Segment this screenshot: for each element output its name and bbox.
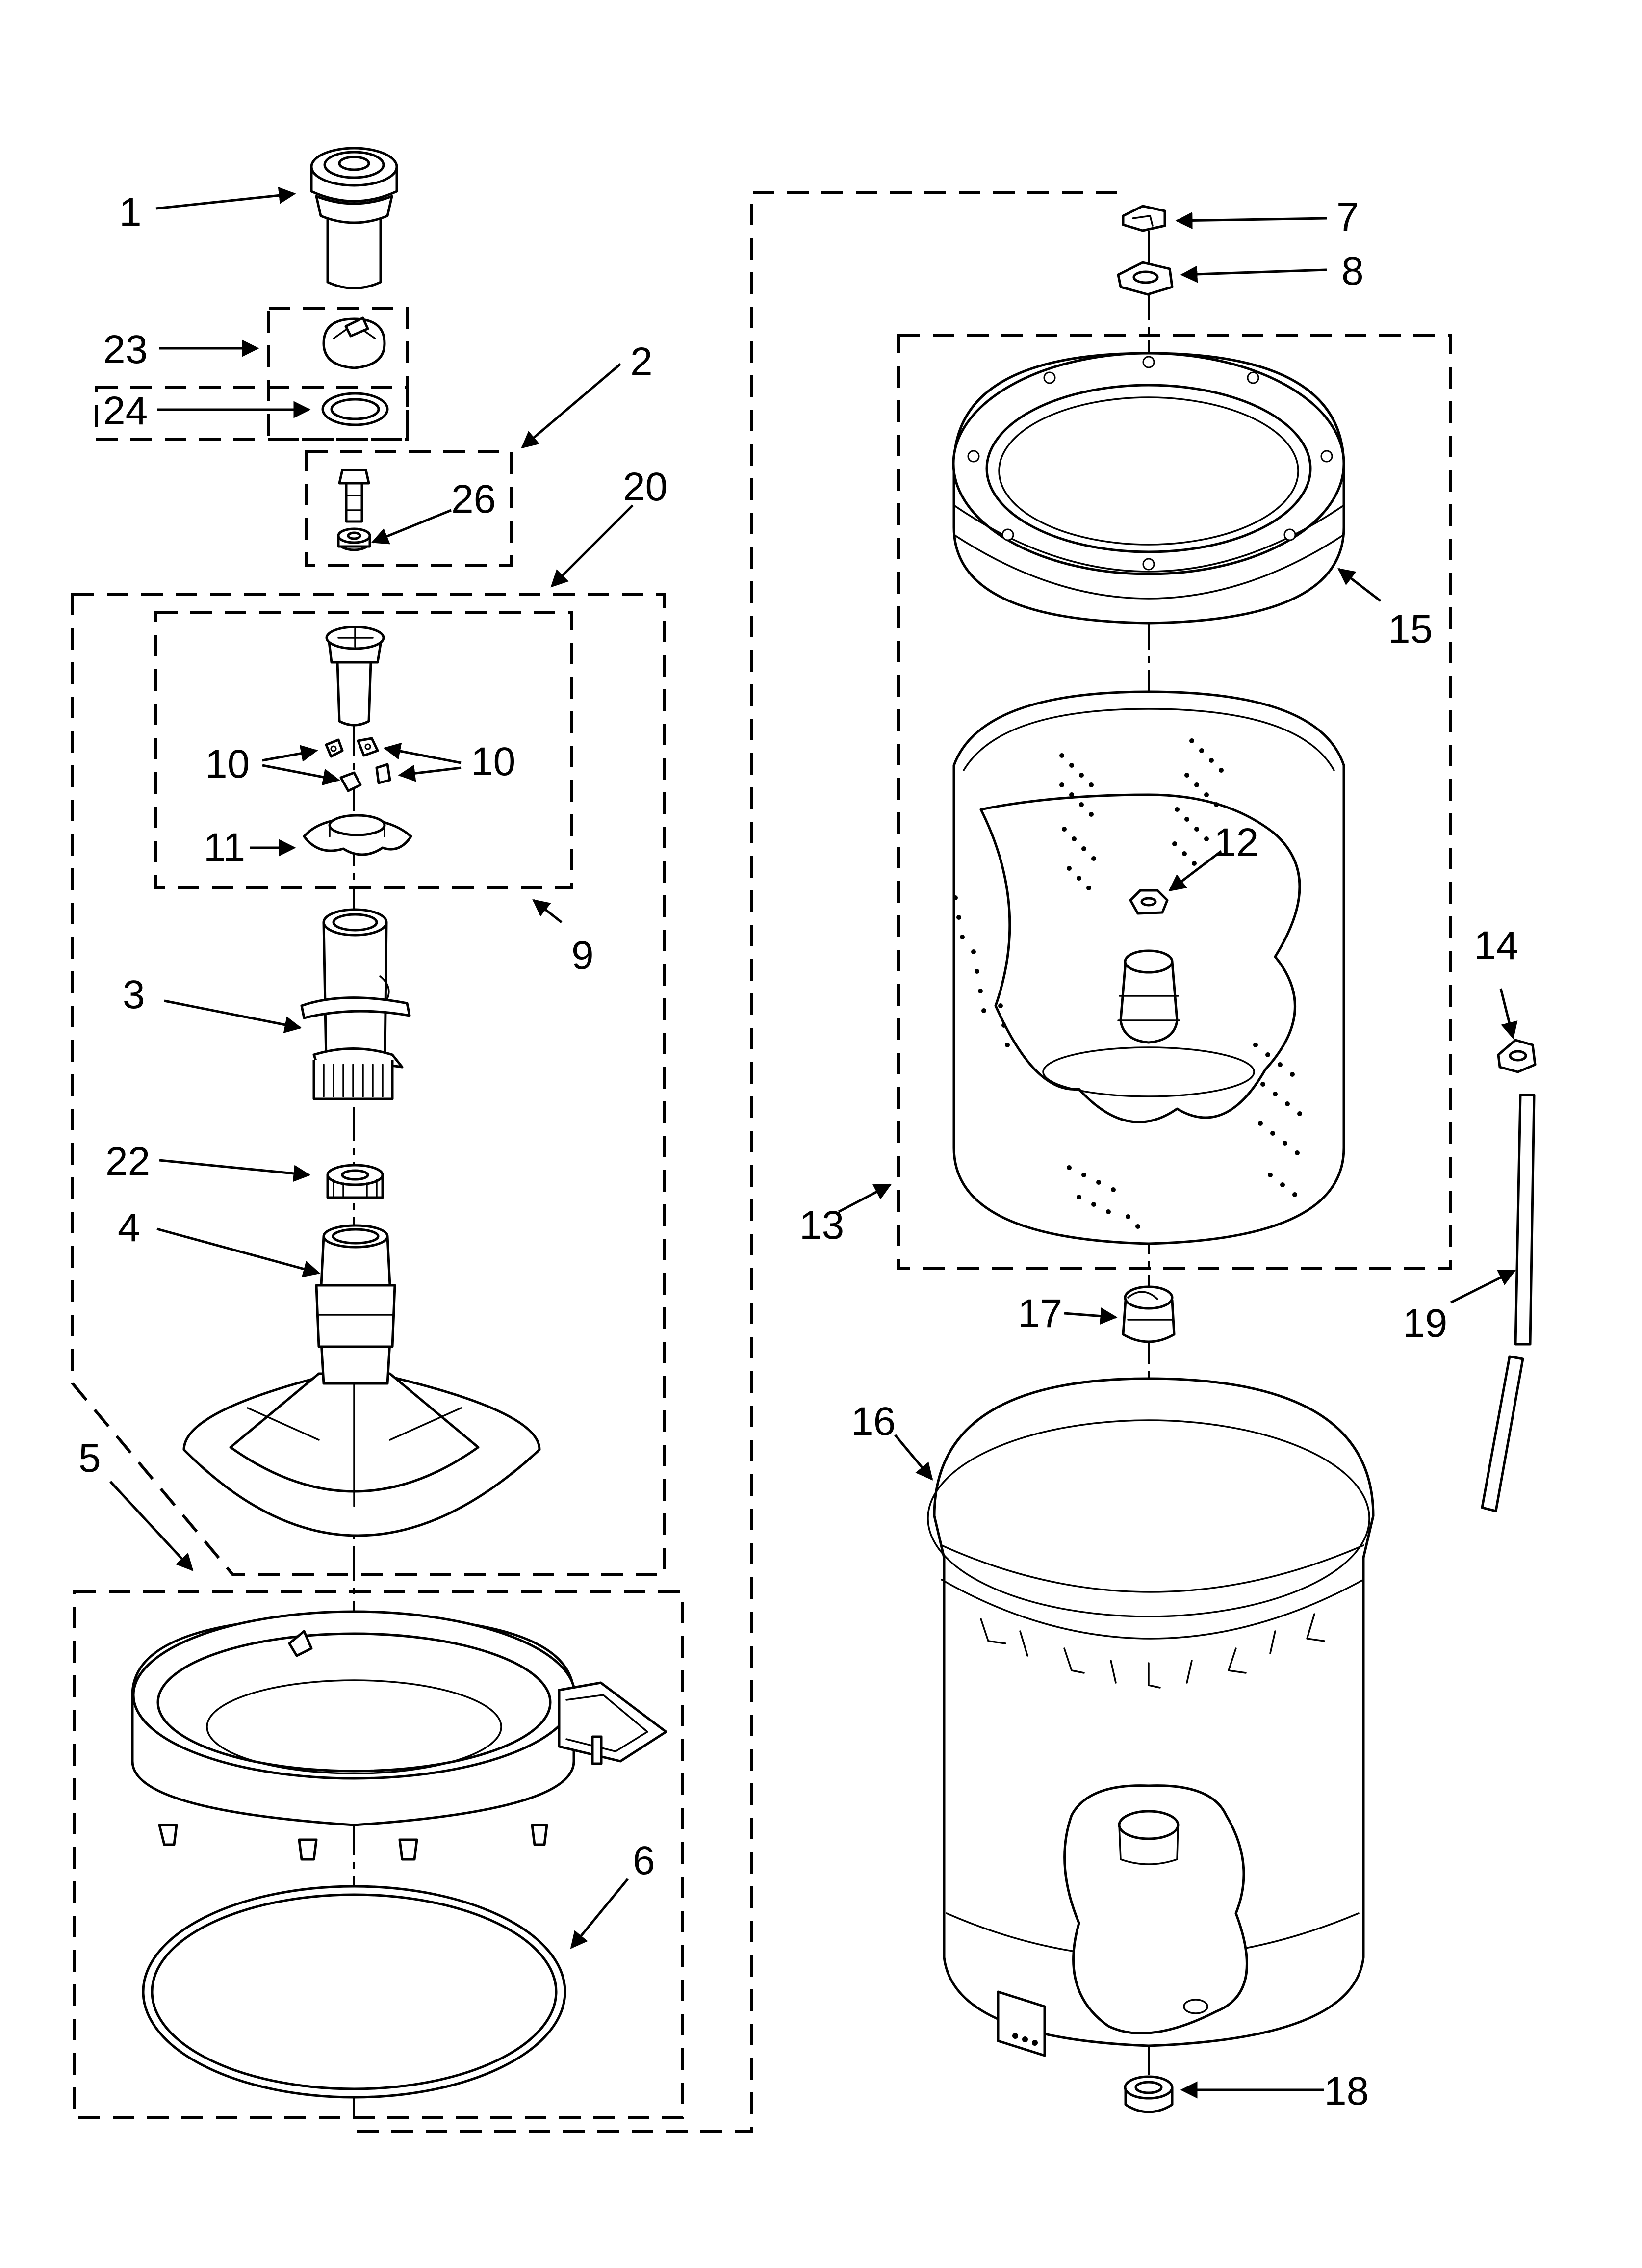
part-6-snubber-ring bbox=[142, 1885, 566, 2099]
box-20 bbox=[71, 593, 666, 1576]
part-14-clamp bbox=[1497, 1039, 1537, 1073]
callout-26: 26 bbox=[451, 477, 496, 521]
box-5 bbox=[73, 1590, 684, 2119]
callout-11: 11 bbox=[204, 825, 245, 870]
leader-lines bbox=[109, 186, 1518, 2099]
callout-4: 4 bbox=[118, 1205, 140, 1250]
box-23 bbox=[267, 307, 409, 441]
callout-12: 12 bbox=[1214, 820, 1258, 865]
callout-5: 5 bbox=[78, 1436, 101, 1481]
callout-20: 20 bbox=[623, 465, 667, 509]
callout-13: 13 bbox=[799, 1203, 844, 1248]
part-5-tub-ring bbox=[131, 1610, 667, 1861]
callout-2: 2 bbox=[630, 339, 653, 384]
callout-10-left: 10 bbox=[205, 742, 250, 786]
box-2 bbox=[305, 450, 513, 567]
part-9-agitator-cam bbox=[325, 626, 385, 727]
part-11-cam bbox=[303, 814, 412, 856]
callout-16: 16 bbox=[851, 1399, 896, 1444]
part-12-nut bbox=[1129, 889, 1169, 915]
callout-1: 1 bbox=[119, 190, 142, 235]
connector-line bbox=[357, 191, 1117, 2133]
callout-17: 17 bbox=[1018, 1291, 1062, 1336]
part-16-outer-tub bbox=[927, 1377, 1375, 2057]
part-15-balance-ring bbox=[952, 352, 1345, 625]
part-4-agitator bbox=[182, 1224, 541, 1537]
box-9 bbox=[154, 611, 573, 889]
callout-19: 19 bbox=[1403, 1301, 1447, 1346]
part-23-cap bbox=[322, 316, 386, 369]
part-3-auger bbox=[300, 908, 411, 1100]
callout-10-right: 10 bbox=[471, 739, 515, 784]
part-10-dogs bbox=[325, 737, 391, 792]
callout-3: 3 bbox=[123, 972, 145, 1017]
callout-18: 18 bbox=[1324, 2069, 1369, 2113]
part-22-ring bbox=[326, 1164, 384, 1199]
part-17-hub bbox=[1122, 1285, 1176, 1343]
callout-14: 14 bbox=[1474, 923, 1518, 968]
callout-15: 15 bbox=[1388, 607, 1433, 652]
box-13 bbox=[897, 334, 1452, 1270]
callout-7: 7 bbox=[1336, 195, 1359, 239]
part-24-seal bbox=[321, 392, 389, 426]
callout-labels: 1 23 24 2 26 20 10 10 11 9 3 22 4 5 6 7 … bbox=[78, 190, 1518, 2113]
callout-24: 24 bbox=[103, 389, 148, 433]
callout-23: 23 bbox=[103, 327, 148, 372]
part-13-basket bbox=[952, 690, 1345, 1245]
part-19-hose bbox=[1481, 1094, 1536, 1512]
basket-perforations bbox=[953, 738, 1302, 1229]
group-boxes bbox=[71, 191, 1452, 2133]
part-18-seal bbox=[1124, 2075, 1174, 2113]
part-1-dispenser bbox=[310, 147, 398, 289]
part-8-plate bbox=[1117, 261, 1174, 296]
part-26-washer bbox=[337, 527, 371, 551]
part-2-bolt bbox=[338, 469, 370, 523]
callout-22: 22 bbox=[105, 1139, 150, 1184]
callout-6: 6 bbox=[633, 1838, 655, 1883]
part-7-clip bbox=[1122, 205, 1166, 232]
callout-9: 9 bbox=[571, 933, 594, 978]
tub-tabs bbox=[980, 1613, 1325, 1689]
callout-8: 8 bbox=[1341, 249, 1364, 293]
box-24 bbox=[95, 386, 409, 441]
